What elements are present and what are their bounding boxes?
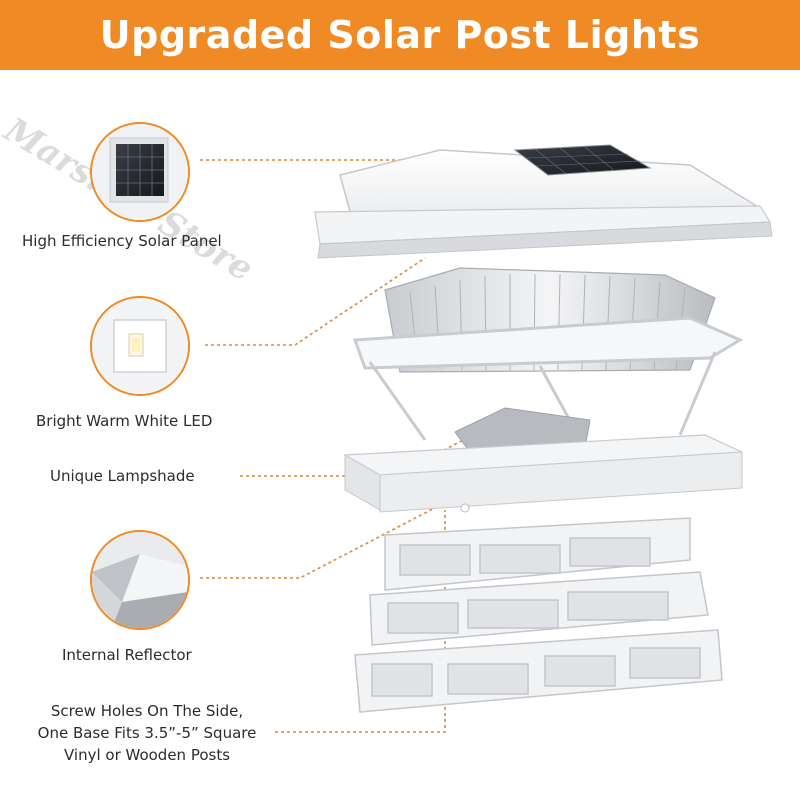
- label-screw-holes-line-2: One Base Fits 3.5”-5” Square: [37, 724, 257, 742]
- adapter-ring-large: [384, 517, 691, 591]
- label-reflector: Internal Reflector: [62, 646, 192, 664]
- label-screw-holes-line-1: Screw Holes On The Side,: [50, 702, 244, 720]
- label-screw-holes-line-3: Vinyl or Wooden Posts: [63, 746, 231, 764]
- solar-panel-icon: [92, 124, 188, 220]
- label-led: Bright Warm White LED: [36, 412, 213, 430]
- title-banner: [0, 0, 800, 70]
- base-plate-part: [342, 434, 743, 513]
- leader-line-led: [205, 257, 426, 346]
- callout-led: [90, 296, 190, 396]
- reflector-icon: [92, 532, 188, 628]
- adapter-ring-small: [354, 629, 723, 713]
- label-lampshade: Unique Lampshade: [50, 467, 195, 485]
- lid-part: [314, 144, 773, 259]
- leader-line-reflector: [200, 499, 451, 579]
- label-solar-panel: High Efficiency Solar Panel: [22, 232, 222, 250]
- adapter-ring-medium: [369, 571, 709, 646]
- callout-solar-panel: [90, 122, 190, 222]
- callout-reflector: [90, 530, 190, 630]
- led-chip-icon: [92, 298, 188, 394]
- lamp-frame-part: [352, 316, 744, 449]
- label-screw-holes: Screw Holes On The Side, One Base Fits 3…: [18, 700, 276, 766]
- page-title: Upgraded Solar Post Lights: [99, 13, 701, 57]
